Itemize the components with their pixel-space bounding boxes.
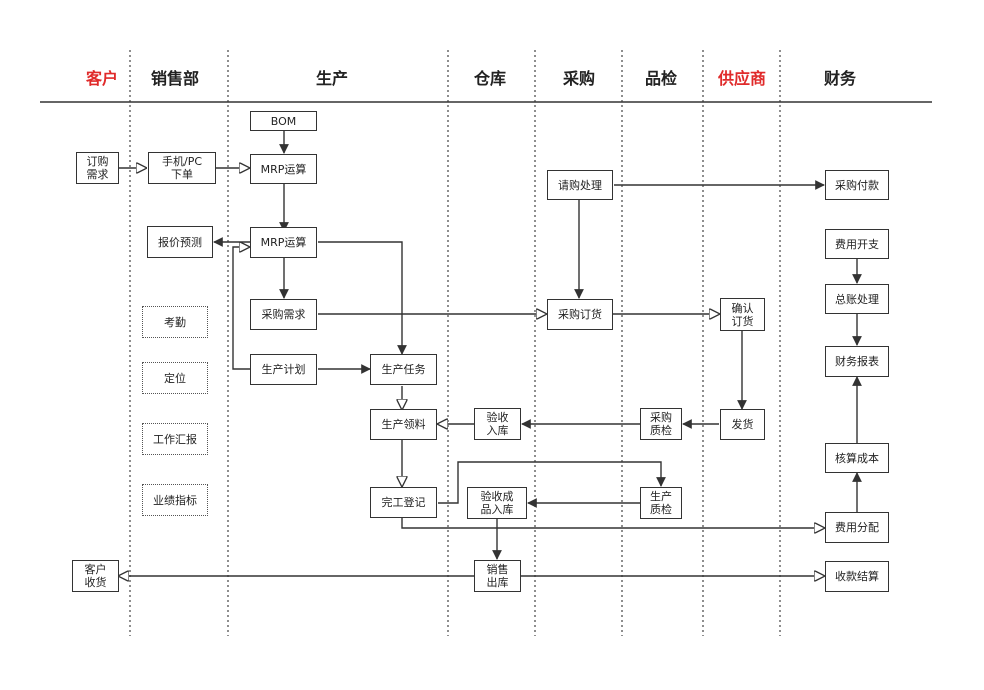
- lane-header-purchasing: 采购: [562, 69, 595, 88]
- node-mrp-1[interactable]: MRP运算: [250, 154, 317, 184]
- node-finish-register[interactable]: 完工登记: [370, 487, 437, 518]
- node-cost-alloc[interactable]: 费用分配: [825, 512, 889, 543]
- edge-mrp2-to-task: [318, 241, 407, 355]
- node-purchase-order[interactable]: 采购订货: [547, 299, 613, 330]
- node-mobile-order[interactable]: 手机/PC 下单: [148, 152, 216, 184]
- edge-finish-to-prodqc: [438, 461, 666, 504]
- node-bom[interactable]: BOM: [250, 111, 317, 131]
- node-mrp-2[interactable]: MRP运算: [250, 227, 317, 258]
- node-prod-qc[interactable]: 生产 质检: [640, 487, 682, 519]
- node-performance[interactable]: 业绩指标: [142, 484, 208, 516]
- lane-header-sales: 销售部: [150, 69, 199, 88]
- node-purchase-need[interactable]: 采购需求: [250, 299, 317, 330]
- node-purchase-pay[interactable]: 采购付款: [825, 170, 889, 200]
- node-sales-out[interactable]: 销售 出库: [474, 560, 521, 592]
- node-attendance[interactable]: 考勤: [142, 306, 208, 338]
- node-request-handle[interactable]: 请购处理: [547, 170, 613, 200]
- lane-header-finance: 财务: [823, 69, 856, 88]
- lane-header-warehouse: 仓库: [473, 69, 506, 88]
- node-prod-material[interactable]: 生产领料: [370, 409, 437, 440]
- lane-header-qc: 品检: [644, 69, 677, 88]
- node-location[interactable]: 定位: [142, 362, 208, 394]
- node-inspect-in[interactable]: 验收 入库: [474, 408, 521, 440]
- node-purchase-qc[interactable]: 采购 质检: [640, 408, 682, 440]
- node-finished-in[interactable]: 验收成 品入库: [467, 487, 527, 519]
- node-cost-calc[interactable]: 核算成本: [825, 443, 889, 473]
- node-fin-report[interactable]: 财务报表: [825, 346, 889, 377]
- edge-finish-to-alloc: [401, 518, 824, 528]
- node-collection[interactable]: 收款结算: [825, 561, 889, 592]
- node-work-report[interactable]: 工作汇报: [142, 423, 208, 455]
- node-ledger[interactable]: 总账处理: [825, 284, 889, 314]
- edge-plan-to-mrp2: [232, 247, 250, 370]
- node-ship[interactable]: 发货: [720, 409, 765, 440]
- node-customer-receive[interactable]: 客户 收货: [72, 560, 119, 592]
- lane-header-production: 生产: [315, 69, 348, 88]
- lane-header-supplier: 供应商: [717, 69, 766, 88]
- node-prod-plan[interactable]: 生产计划: [250, 354, 317, 385]
- node-quote-forecast[interactable]: 报价预测: [147, 226, 213, 258]
- node-expense[interactable]: 费用开支: [825, 229, 889, 259]
- lane-separators: [129, 50, 781, 636]
- node-prod-task[interactable]: 生产任务: [370, 354, 437, 385]
- node-order-demand[interactable]: 订购 需求: [76, 152, 119, 184]
- lane-header-customer: 客户: [85, 69, 118, 88]
- node-confirm-order[interactable]: 确认 订货: [720, 298, 765, 331]
